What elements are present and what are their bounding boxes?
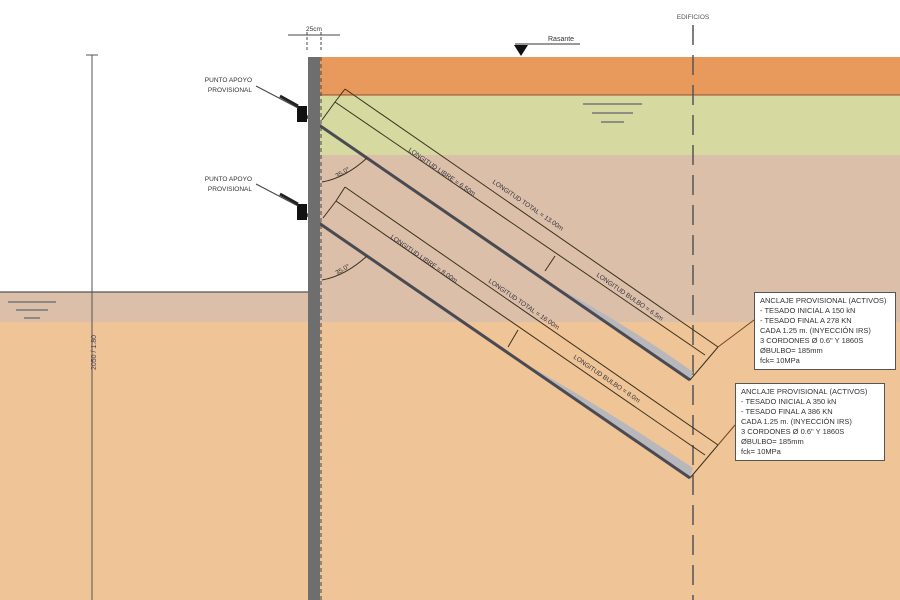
anchor-tendon-1 xyxy=(299,110,691,382)
retaining-wall xyxy=(308,57,320,600)
note-line: ØBULBO= 185mm xyxy=(741,437,804,446)
support-label-1-line2: PROVISIONAL xyxy=(208,87,252,94)
support-label-2-line1: PUNTO APOYO xyxy=(205,176,252,183)
support-block-2 xyxy=(297,204,307,220)
soil-layer-sand xyxy=(0,322,900,600)
soil-layer-fill xyxy=(320,57,900,95)
note-line: fck= 10MPa xyxy=(760,356,800,365)
note-line: - TESADO FINAL A 386 KN xyxy=(741,407,833,416)
note-line: - TESADO INICIAL A 350 kN xyxy=(741,397,837,406)
wall-thickness-label: 25cm xyxy=(306,26,322,33)
note-line: ANCLAJE PROVISIONAL (ACTIVOS) xyxy=(760,296,887,305)
soil-layer-clay xyxy=(320,96,900,155)
soil-layer-silt-left xyxy=(0,292,308,322)
note-line: CADA 1.25 m. (INYECCIÓN IRS) xyxy=(741,417,852,426)
note-line: - TESADO INICIAL A 150 kN xyxy=(760,306,856,315)
note-line: 3 CORDONES Ø 0.6" Y 1860S xyxy=(760,336,864,345)
vertical-dimension-label: 2050 / 1.80 xyxy=(91,335,98,370)
note-line: ANCLAJE PROVISIONAL (ACTIVOS) xyxy=(741,387,868,396)
buildings-label: EDIFICIOS xyxy=(677,14,710,21)
support-label-1-line1: PUNTO APOYO xyxy=(205,77,252,84)
grade-label: Rasante xyxy=(548,36,574,43)
anchor-note-1: ANCLAJE PROVISIONAL (ACTIVOS) - TESADO I… xyxy=(754,292,896,370)
support-block-1 xyxy=(297,106,307,122)
note-line: 3 CORDONES Ø 0.6" Y 1860S xyxy=(741,427,845,436)
note-line: - TESADO FINAL A 278 KN xyxy=(760,316,852,325)
anchor-note-2: ANCLAJE PROVISIONAL (ACTIVOS) - TESADO I… xyxy=(735,383,885,461)
note-line: ØBULBO= 185mm xyxy=(760,346,823,355)
note-line: CADA 1.25 m. (INYECCIÓN IRS) xyxy=(760,326,871,335)
grade-triangle-icon xyxy=(514,45,528,56)
support-label-2-line2: PROVISIONAL xyxy=(208,186,252,193)
note-line: fck= 10MPa xyxy=(741,447,781,456)
water-table-icon xyxy=(583,103,642,123)
anchor-tendon-2 xyxy=(299,208,691,480)
water-table-left-icon xyxy=(8,301,56,319)
